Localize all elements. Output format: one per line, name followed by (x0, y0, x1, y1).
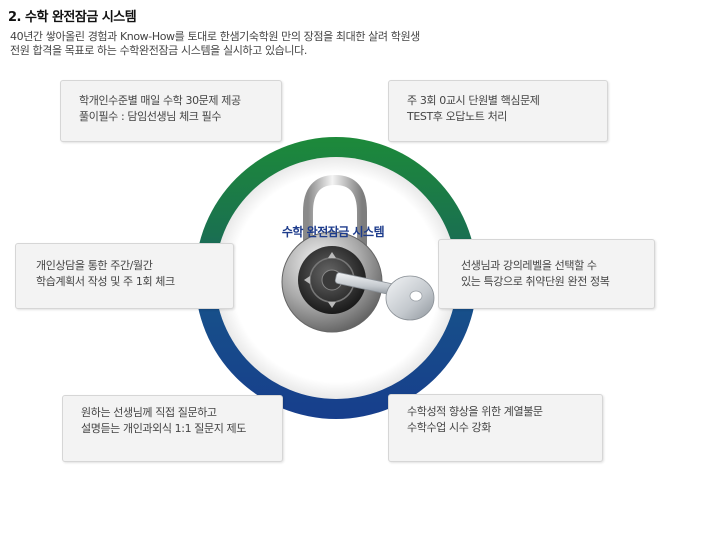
feature-box-line: 학습계획서 작성 및 주 1회 체크 (36, 275, 175, 288)
feature-box-line: 주 3회 0교시 단원별 핵심문제 (407, 94, 540, 107)
feature-box-daily-problems: 학개인수준별 매일 수학 30문제 제공 풀이필수 : 담임선생님 체크 필수 (60, 80, 282, 142)
feature-box-line: 수학성적 향상을 위한 계열불문 (407, 405, 543, 418)
feature-box-line: 설명듣는 개인과외식 1:1 질문지 제도 (81, 422, 246, 435)
feature-box-line: 개인상담을 통한 주간/월간 (36, 259, 153, 272)
page-title: 2. 수학 완전잠금 시스템 (8, 10, 137, 25)
feature-box-weekly-test: 주 3회 0교시 단원별 핵심문제 TEST후 오답노트 처리 (388, 80, 608, 142)
feature-box-line: 원하는 선생님께 직접 질문하고 (81, 406, 217, 419)
feature-box-study-plan: 개인상담을 통한 주간/월간 학습계획서 작성 및 주 1회 체크 (15, 243, 234, 309)
feature-box-line: 있는 특강으로 취약단원 완전 정복 (461, 275, 610, 288)
feature-box-line: 풀이필수 : 담임선생님 체크 필수 (79, 110, 222, 123)
feature-box-special-lecture: 선생님과 강의레벨을 선택할 수 있는 특강으로 취약단원 완전 정복 (438, 239, 655, 309)
dial-arrow-left (304, 276, 310, 284)
feature-box-line: 학개인수준별 매일 수학 30문제 제공 (79, 94, 241, 107)
feature-box-one-on-one-qna: 원하는 선생님께 직접 질문하고 설명듣는 개인과외식 1:1 질문지 제도 (62, 395, 283, 462)
padlock-with-key-icon (281, 174, 435, 333)
feature-box-line: TEST후 오답노트 처리 (407, 110, 508, 123)
feature-box-class-hours: 수학성적 향상을 위한 계열불문 수학수업 시수 강화 (388, 394, 603, 462)
padlock-shackle (303, 174, 367, 255)
dial-arrow-down (328, 302, 336, 308)
intro-line: 40년간 쌓아올린 경험과 Know-How를 토대로 한샘기숙학원 만의 장점… (10, 30, 420, 43)
center-title: 수학 완전잠금 시스템 (281, 225, 385, 239)
intro-line: 전원 합격을 목표로 하는 수학완전잠금 시스템을 실시하고 있습니다. (10, 44, 307, 57)
key-head (385, 275, 435, 321)
dial-arrow-up (328, 252, 336, 258)
feature-box-line: 수학수업 시수 강화 (407, 421, 491, 434)
key-hole (409, 290, 423, 302)
feature-box-line: 선생님과 강의레벨을 선택할 수 (461, 259, 597, 272)
intro-text: 40년간 쌓아올린 경험과 Know-How를 토대로 한샘기숙학원 만의 장점… (10, 30, 420, 58)
